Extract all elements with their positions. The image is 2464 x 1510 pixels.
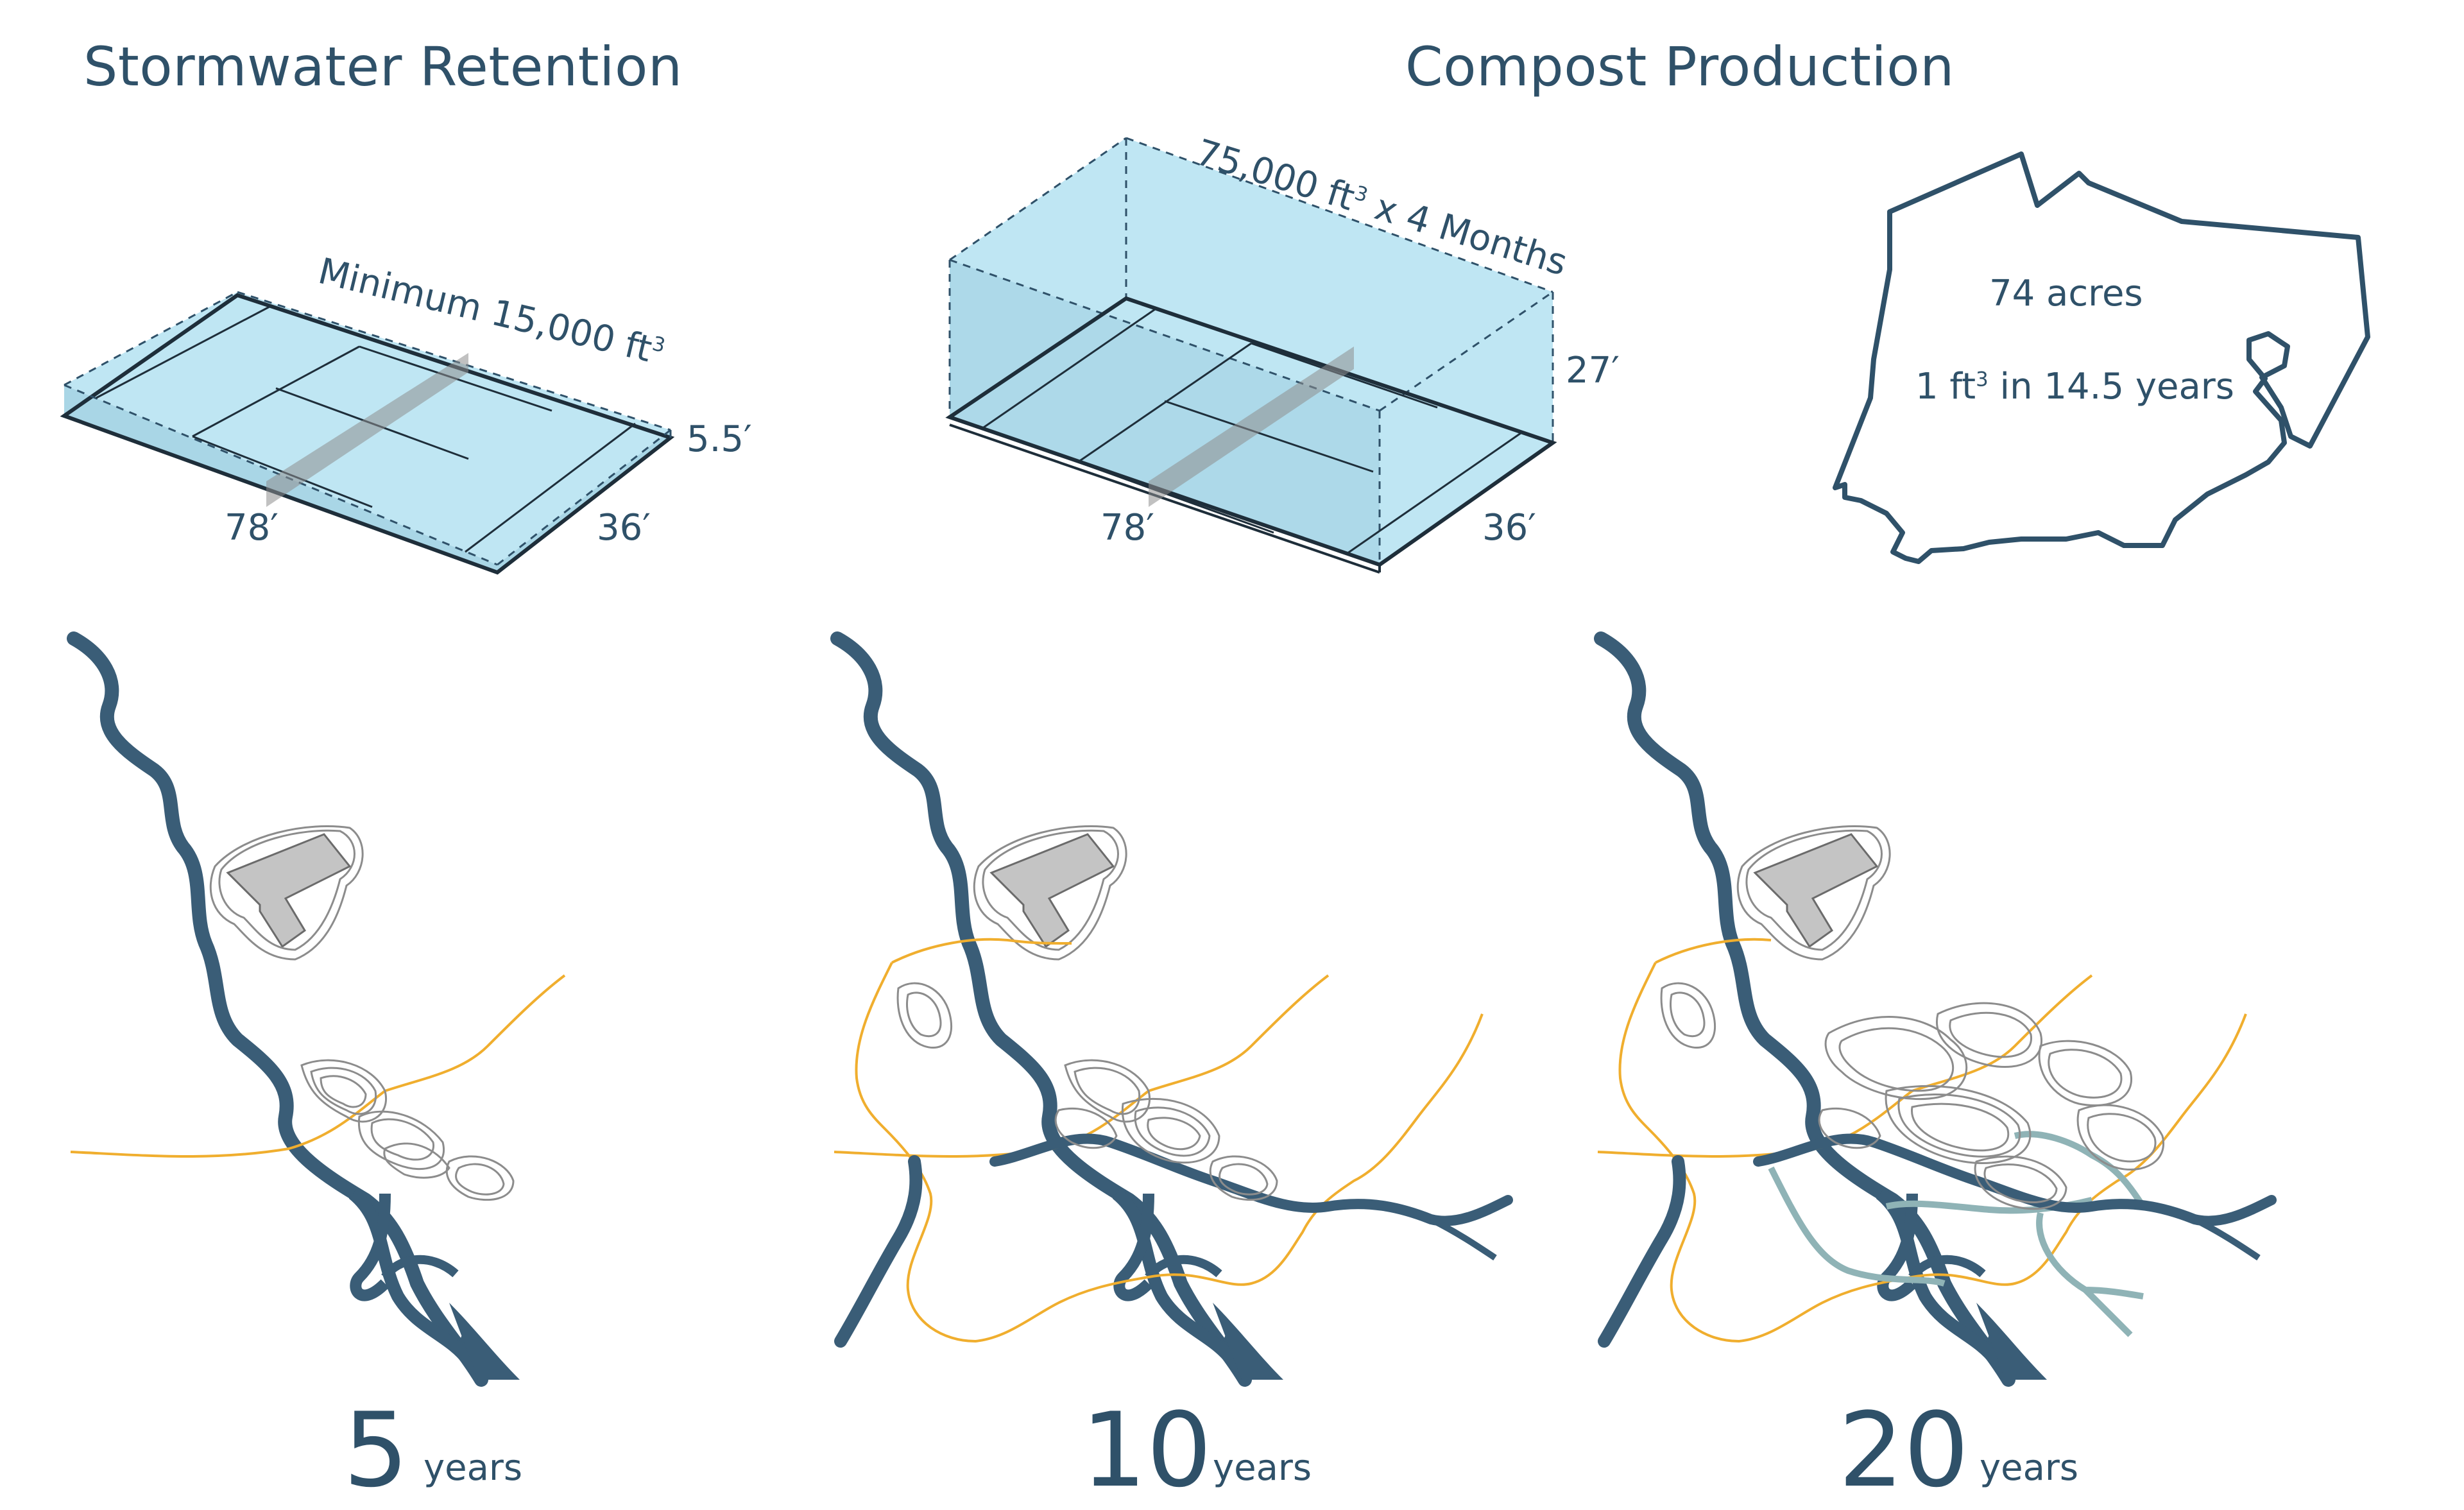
stream-10-b <box>855 938 1484 1343</box>
site-area-label: 74 acres <box>1989 273 2143 314</box>
stormwater-heading: Stormwater Retention <box>83 35 683 98</box>
timeline-value-10: 10 <box>1081 1390 1212 1510</box>
compost-volume-block <box>945 137 1557 574</box>
contours-5 <box>300 1059 515 1201</box>
compost-width-label: 36′ <box>1482 507 1536 549</box>
stream-10-a <box>834 974 1330 1158</box>
compost-heading: Compost Production <box>1405 35 1955 98</box>
map-20-years <box>1597 639 2277 1380</box>
stormwater-width-label: 36′ <box>597 507 651 549</box>
stream-20-a <box>1597 974 2093 1158</box>
timeline-unit-20: years <box>1980 1447 2079 1489</box>
stormwater-volume-block <box>60 291 675 575</box>
timeline-value-20: 20 <box>1838 1390 1969 1510</box>
compost-length-label: 78′ <box>1100 507 1154 549</box>
compost-height-label: 27′ <box>1566 350 1620 391</box>
contours-20 <box>1660 982 2164 1210</box>
timeline-unit-5: years <box>424 1447 523 1489</box>
new-channel-20-c <box>2014 1131 2146 1337</box>
stormwater-length-label: 78′ <box>225 507 278 549</box>
timeline-value-5: 5 <box>343 1390 409 1510</box>
timeline-unit-10: years <box>1213 1447 1312 1489</box>
new-channel-20-a <box>1768 1166 1946 1287</box>
map-10-years <box>834 639 1513 1380</box>
stream-5 <box>70 974 566 1158</box>
site-outline <box>1833 151 2370 564</box>
map-5-years <box>70 639 566 1380</box>
stormwater-height-label: 5.5′ <box>687 418 752 460</box>
contours-10 <box>896 982 1278 1201</box>
site-rate-label: 1 ft3 in 14.5 years <box>1915 366 2234 408</box>
